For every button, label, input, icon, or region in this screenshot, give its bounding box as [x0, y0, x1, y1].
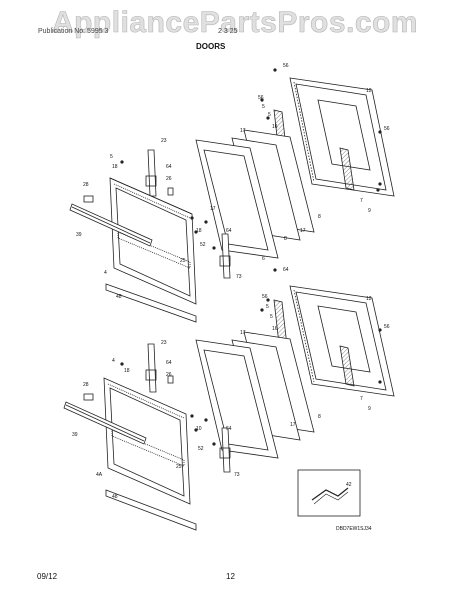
- upper-outer-door: [109, 177, 197, 305]
- header-publication: Publication No. 5995 3: [38, 28, 109, 35]
- callout: 39: [72, 432, 78, 438]
- lower-outer-door: [103, 377, 191, 505]
- callout: 56: [384, 126, 390, 132]
- diagram-code: DBD7EW1SJ34: [336, 526, 372, 532]
- bracket-inset: [297, 469, 361, 517]
- upper-hinge-top: [145, 149, 157, 197]
- footer-date: 09/12: [37, 572, 58, 581]
- callout: 56: [262, 294, 268, 300]
- watermark: AppliancePartsPros.com: [51, 6, 419, 40]
- callout: 25: [180, 258, 186, 264]
- callout: 28: [83, 382, 89, 388]
- upper-insulation-strip-right: [339, 147, 355, 191]
- upper-bottom-trim: [105, 283, 197, 323]
- callout: 9: [368, 406, 371, 412]
- callout: 26: [166, 176, 172, 182]
- callout: 23: [161, 138, 167, 144]
- lower-handle-endcap: [83, 393, 94, 401]
- callout: 26: [166, 372, 172, 378]
- callout: 48: [116, 294, 122, 300]
- lower-door-assembly: [63, 268, 395, 531]
- callout: 5: [262, 104, 265, 110]
- callout: 73: [234, 472, 240, 478]
- callout: 23: [161, 340, 167, 346]
- upper-hinge-bottom: [219, 233, 231, 279]
- callout: 56: [258, 95, 264, 101]
- callout: 17: [240, 330, 246, 336]
- callout: 17: [240, 128, 246, 134]
- callout: 64: [166, 164, 172, 170]
- callout: 12: [366, 88, 372, 94]
- callout: 10: [196, 426, 202, 432]
- callout: 64: [226, 426, 232, 432]
- callout: 12: [366, 296, 372, 302]
- upper-back-panel: [289, 77, 395, 197]
- lower-hinge-top: [145, 343, 157, 393]
- callout: 5: [110, 154, 113, 160]
- lower-hinge-clip: [167, 375, 174, 384]
- callout: 42: [346, 482, 352, 488]
- upper-callouts: 56 12 56 5 5 56 17 16 23 64 26 7 8 9 5 6…: [76, 63, 390, 300]
- callout: 52: [200, 242, 206, 248]
- upper-inner-frame: [195, 139, 279, 259]
- lower-callouts: 64 56 12 56 5 5 17 16 7 23 64 9 18 26 8 …: [72, 267, 390, 500]
- callout: 8: [284, 236, 287, 242]
- callout: 18: [112, 164, 118, 170]
- callout: 25: [176, 464, 182, 470]
- callout: 4: [104, 270, 107, 276]
- upper-screws: [120, 68, 382, 250]
- lower-screws: [120, 268, 382, 446]
- callout: 64: [166, 360, 172, 366]
- callout: 48: [112, 494, 118, 500]
- callout: 5: [266, 304, 269, 310]
- lower-hinge-bottom: [219, 427, 231, 473]
- lower-bottom-trim: [105, 489, 197, 531]
- callout: 5: [268, 112, 271, 118]
- callout: 7: [360, 396, 363, 402]
- callout: 16: [272, 326, 278, 332]
- callout: 8: [318, 414, 321, 420]
- callout: 73: [236, 274, 242, 280]
- callout: 39: [76, 232, 82, 238]
- callout: 17: [300, 228, 306, 234]
- callout: 18: [196, 228, 202, 234]
- upper-handle-endcap: [83, 195, 94, 203]
- upper-door-assembly: [69, 68, 395, 323]
- callout: 52: [198, 446, 204, 452]
- callout: 7: [360, 198, 363, 204]
- header-ref: 2 3 25: [218, 28, 238, 35]
- lower-door-handle: [63, 401, 147, 445]
- callout: 56: [283, 63, 289, 69]
- footer-page-number: 12: [226, 572, 235, 581]
- upper-door-handle: [69, 203, 153, 247]
- callout: 6: [262, 256, 265, 262]
- callout: 18: [124, 368, 130, 374]
- callout: 28: [83, 182, 89, 188]
- lower-back-panel: [289, 285, 395, 397]
- callout: 56: [384, 324, 390, 330]
- callout: 5: [270, 314, 273, 320]
- callout: 16: [272, 124, 278, 130]
- callout: 64: [226, 228, 232, 234]
- upper-hinge-clip: [167, 187, 174, 196]
- lower-insulation-strip-right: [339, 345, 355, 387]
- section-title: DOORS: [196, 42, 226, 51]
- callout: 4A: [96, 472, 103, 478]
- callout: 4: [112, 358, 115, 364]
- callout: 64: [283, 267, 289, 273]
- callout: 9: [368, 208, 371, 214]
- callout: 17: [290, 422, 296, 428]
- callout: 17: [210, 206, 216, 212]
- lower-inner-frame: [195, 339, 279, 459]
- callout: 8: [318, 214, 321, 220]
